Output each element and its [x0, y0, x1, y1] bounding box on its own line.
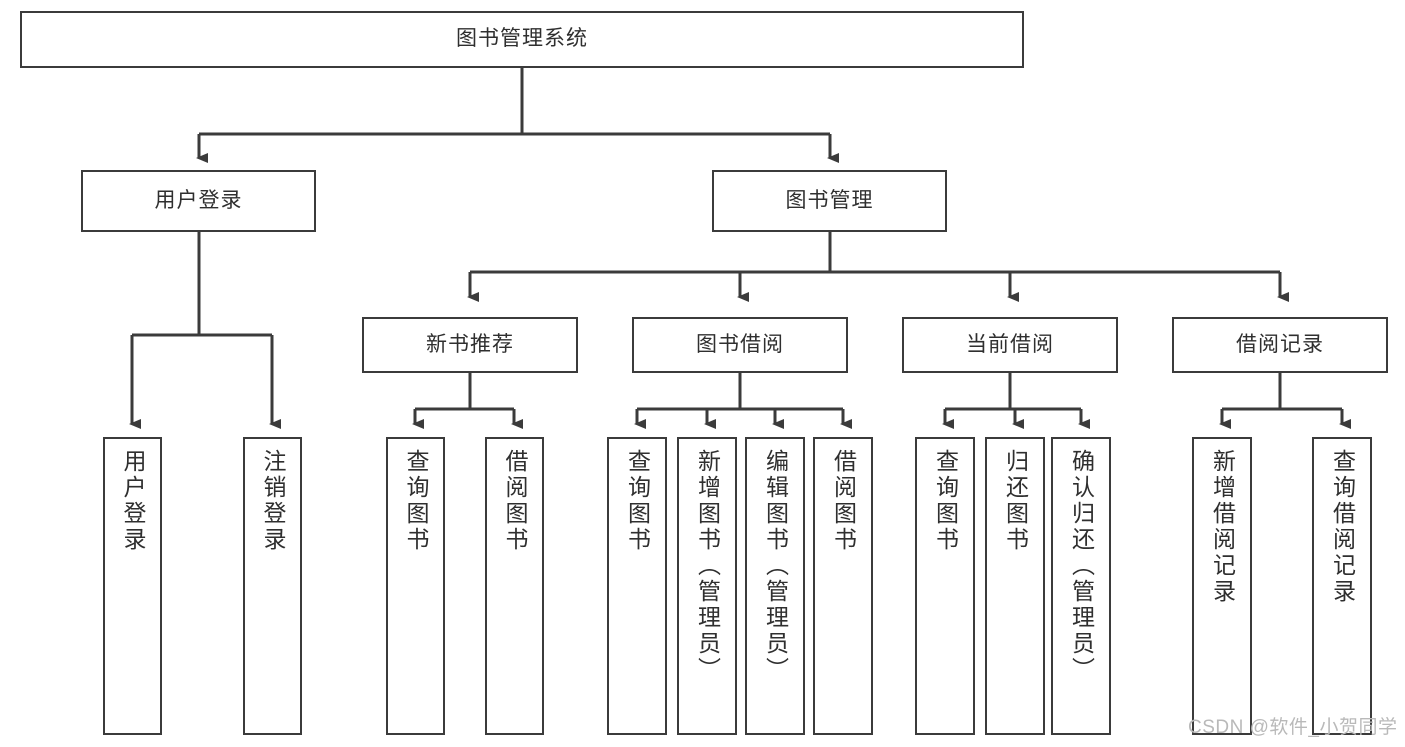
- node-user-login[interactable]: 用户登录: [81, 170, 316, 232]
- leaf-user-logout[interactable]: 注销登录: [243, 437, 302, 735]
- leaf-recommend-borrow-book[interactable]: 借阅图书: [485, 437, 544, 735]
- node-current-borrow[interactable]: 当前借阅: [902, 317, 1118, 373]
- node-label: 编辑图书（管理员）: [762, 449, 789, 683]
- node-label: 确认归还（管理员）: [1068, 449, 1095, 683]
- node-label: 查询图书: [624, 449, 651, 553]
- node-label: 查询借阅记录: [1329, 449, 1356, 605]
- node-label: 注销登录: [260, 449, 286, 553]
- leaf-borrow-borrow-book[interactable]: 借阅图书: [813, 437, 873, 735]
- node-label: 新书推荐: [426, 332, 514, 356]
- node-label: 用户登录: [154, 188, 243, 212]
- node-root-book-management-system[interactable]: 图书管理系统: [20, 11, 1024, 68]
- leaf-borrow-add-book-admin[interactable]: 新增图书（管理员）: [677, 437, 737, 735]
- node-label: 新增图书（管理员）: [694, 449, 721, 683]
- node-borrow-record[interactable]: 借阅记录: [1172, 317, 1388, 373]
- node-label: 图书管理系统: [456, 27, 588, 51]
- leaf-borrow-query-book[interactable]: 查询图书: [607, 437, 667, 735]
- leaf-record-query-borrow-record[interactable]: 查询借阅记录: [1312, 437, 1372, 735]
- leaf-current-query-book[interactable]: 查询图书: [915, 437, 975, 735]
- node-book-borrow[interactable]: 图书借阅: [632, 317, 848, 373]
- node-label: 当前借阅: [966, 332, 1054, 356]
- node-new-book-recommend[interactable]: 新书推荐: [362, 317, 578, 373]
- leaf-recommend-query-book[interactable]: 查询图书: [386, 437, 445, 735]
- watermark: CSDN @软件_小贺同学: [1188, 717, 1398, 738]
- node-label: 图书借阅: [696, 332, 784, 356]
- node-book-management[interactable]: 图书管理: [712, 170, 947, 232]
- leaf-current-confirm-return-admin[interactable]: 确认归还（管理员）: [1051, 437, 1111, 735]
- node-label: 用户登录: [120, 449, 146, 553]
- node-label: 借阅图书: [502, 449, 528, 553]
- node-label: 查询图书: [403, 449, 429, 553]
- node-label: 借阅记录: [1236, 332, 1324, 356]
- leaf-record-add-borrow-record[interactable]: 新增借阅记录: [1192, 437, 1252, 735]
- leaf-user-login[interactable]: 用户登录: [103, 437, 162, 735]
- leaf-current-return-book[interactable]: 归还图书: [985, 437, 1045, 735]
- node-label: 新增借阅记录: [1209, 449, 1236, 605]
- leaf-borrow-edit-book-admin[interactable]: 编辑图书（管理员）: [745, 437, 805, 735]
- node-label: 归还图书: [1002, 449, 1029, 553]
- node-label: 查询图书: [932, 449, 959, 553]
- node-label: 借阅图书: [830, 449, 857, 553]
- node-label: 图书管理: [785, 188, 874, 212]
